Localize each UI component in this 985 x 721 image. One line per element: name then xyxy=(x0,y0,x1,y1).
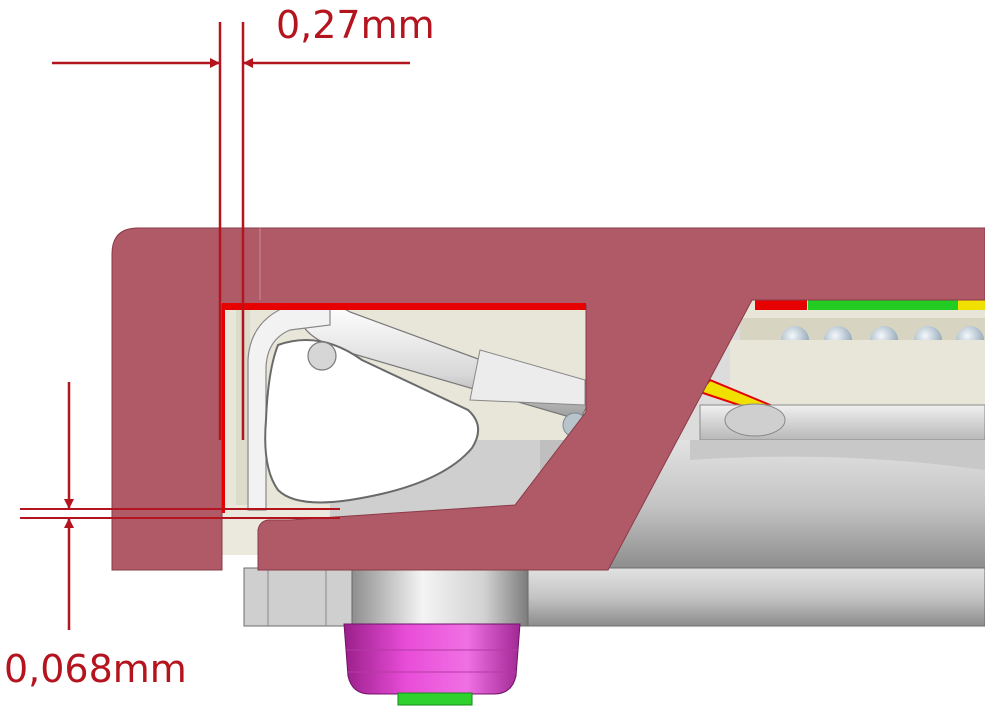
bottom-dimension xyxy=(20,382,340,630)
magenta-foot xyxy=(343,623,521,695)
center-post xyxy=(351,565,529,627)
green-pin xyxy=(397,692,473,706)
top-dimension xyxy=(52,22,410,440)
contact-highlights xyxy=(222,303,586,513)
right-rail xyxy=(690,300,985,470)
bottom-gap-label: 0,068mm xyxy=(4,647,187,691)
top-gap-label: 0,27mm xyxy=(276,3,435,47)
lever-mechanism xyxy=(247,304,591,511)
housing-section xyxy=(111,227,985,571)
